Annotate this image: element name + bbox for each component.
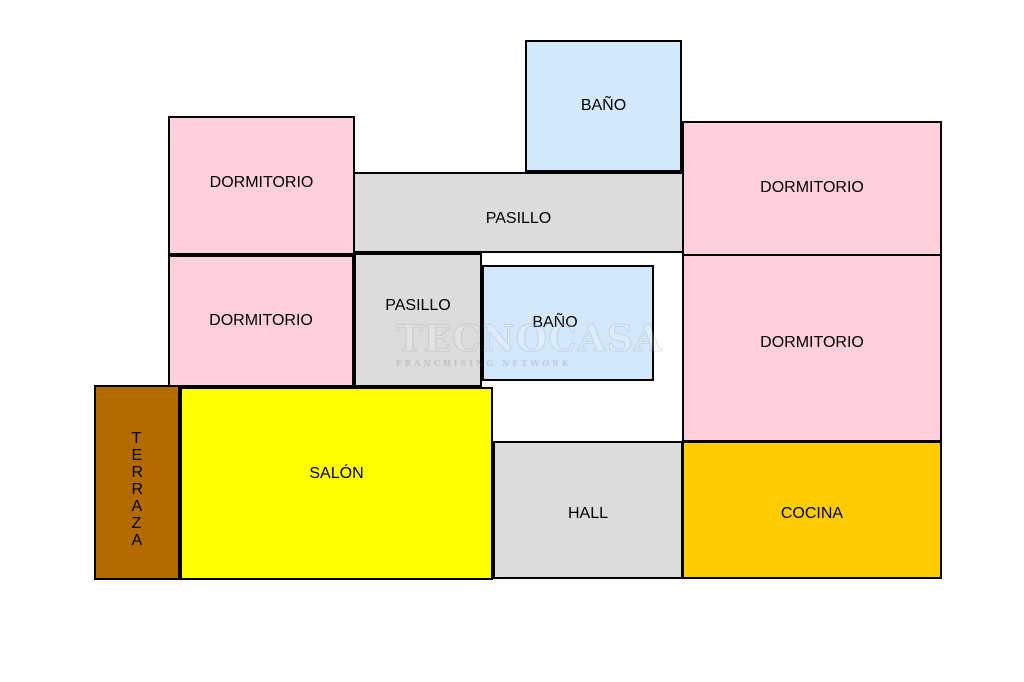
room-label: COCINA [780, 505, 844, 522]
room-label: PASILLO [385, 297, 451, 314]
room-dormitorio-mid-right: DORMITORIO [682, 254, 942, 442]
room-label: DORMITORIO [209, 173, 314, 191]
room-label: TERRAZA [131, 430, 144, 549]
room-bano-mid: BAÑO [482, 265, 654, 381]
room-dormitorio-top-left: DORMITORIO [168, 116, 355, 255]
room-label: PASILLO [485, 209, 552, 227]
room-label: HALL [567, 505, 609, 522]
room-label: DORMITORIO [760, 178, 864, 196]
room-dormitorio-mid-left: DORMITORIO [168, 255, 354, 387]
room-dormitorio-top-right: DORMITORIO [682, 121, 942, 256]
room-hall: HALL [493, 441, 683, 579]
room-label: BAÑO [532, 314, 578, 331]
room-label: DORMITORIO [760, 334, 864, 351]
room-label: SALÓN [309, 464, 364, 482]
room-terraza: TERRAZA [94, 385, 180, 580]
room-cocina: COCINA [682, 441, 942, 579]
room-label: BAÑO [580, 97, 627, 114]
room-bano-top: BAÑO [525, 40, 682, 172]
room-pasillo-mid: PASILLO [354, 253, 482, 387]
room-salon: SALÓN [180, 387, 493, 580]
room-label: DORMITORIO [209, 312, 313, 329]
room-pasillo-top: PASILLO [353, 172, 684, 253]
